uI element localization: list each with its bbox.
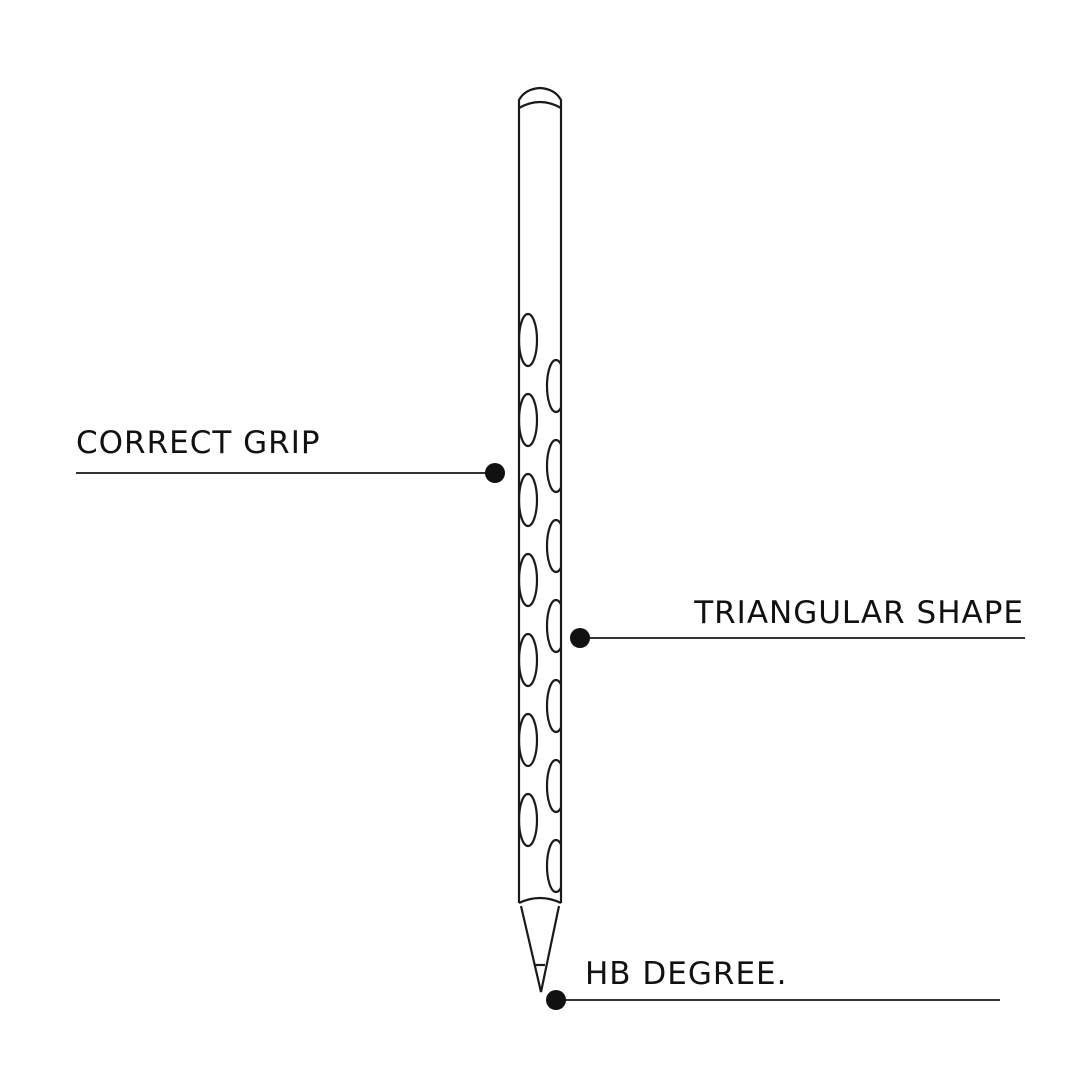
grip-dimple	[545, 758, 561, 814]
pencil-sharpened-edge	[518, 896, 562, 904]
grip-dimple	[519, 712, 539, 768]
degree-dot	[546, 990, 566, 1010]
grip-dimple	[545, 598, 561, 654]
shape-dot	[570, 628, 590, 648]
grip-dot	[485, 463, 505, 483]
grip-dimple	[545, 838, 561, 894]
callout-triangular-shape: TRIANGULAR SHAPE	[694, 595, 1024, 631]
grip-dimples	[519, 312, 561, 894]
grip-dimple	[519, 472, 539, 528]
grip-dimple	[545, 358, 561, 414]
callout-hb-degree: HB DEGREE.	[585, 956, 788, 992]
grip-dimple	[545, 518, 561, 574]
pencil-cone	[519, 905, 561, 993]
pencil-body	[517, 86, 563, 903]
grip-dimple	[519, 792, 539, 848]
grip-dimple	[519, 552, 539, 608]
callout-lines	[76, 472, 1025, 1001]
grip-dimple	[519, 632, 539, 688]
callout-correct-grip: CORRECT GRIP	[76, 425, 321, 461]
pencil-cap-line	[518, 100, 562, 109]
grip-dimple	[545, 438, 561, 494]
grip-dimple	[519, 312, 539, 368]
grip-dimple	[519, 392, 539, 448]
grip-dimple	[545, 678, 561, 734]
